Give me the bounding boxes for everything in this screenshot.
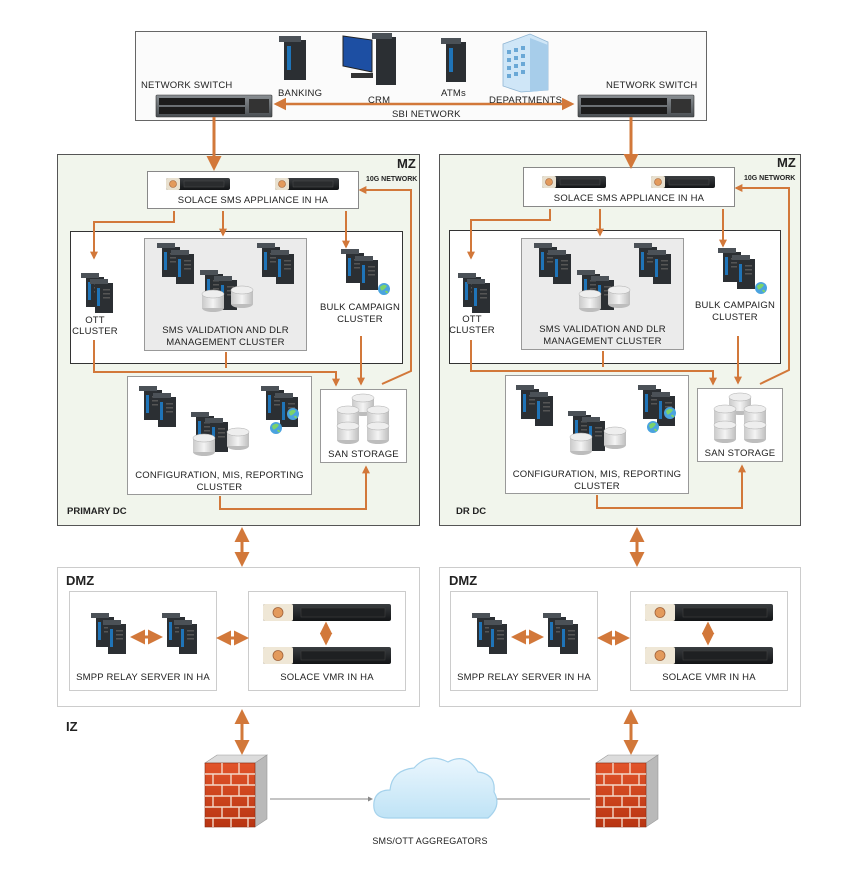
dmz-left-smpp-label: SMPP RELAY SERVER IN HA <box>76 672 210 683</box>
dmz-left-smpp-server-2-icon <box>162 613 197 654</box>
primary-san-label: SAN STORAGE <box>328 449 399 460</box>
primary-config-servers-icon <box>139 386 299 457</box>
primary-config-label-1: CONFIGURATION, MIS, REPORTING <box>135 470 304 481</box>
dmz-right-vmr-2-icon <box>644 646 774 665</box>
sbi-network-label: SBI NETWORK <box>392 109 461 120</box>
iz-title: IZ <box>66 719 78 734</box>
dr-ott-server-icon <box>458 273 490 313</box>
dmz-right-smpp-server-1-icon <box>472 613 507 654</box>
network-switch-left-label: NETWORK SWITCH <box>141 80 233 91</box>
crm-workstation-icon <box>342 33 396 85</box>
dr-appliance-1-icon <box>541 175 607 189</box>
network-switch-right-label: NETWORK SWITCH <box>606 80 698 91</box>
primary-ott-label-1: OTT <box>85 315 105 326</box>
dr-san-box <box>697 388 783 462</box>
dr-appliance-label: SOLACE SMS APPLIANCE IN HA <box>553 193 705 204</box>
dr-10g-network-label: 10G NETWORK <box>744 175 796 182</box>
primary-san-storage-icon <box>336 393 390 445</box>
banking-server-icon <box>279 36 306 80</box>
primary-appliance-label: SOLACE SMS APPLIANCE IN HA <box>177 195 329 206</box>
aggregators-label: SMS/OTT AGGREGATORS <box>372 836 488 846</box>
network-switch-left-icon <box>155 94 273 118</box>
dmz-right-smpp-label: SMPP RELAY SERVER IN HA <box>457 672 591 683</box>
dmz-left-vmr-label: SOLACE VMR IN HA <box>280 672 374 683</box>
firewall-right-icon <box>595 754 659 828</box>
primary-sms-label-1: SMS VALIDATION AND DLR <box>162 325 289 336</box>
primary-ott-server-icon <box>81 273 113 313</box>
dr-bulk-label-1: BULK CAMPAIGN <box>694 300 776 311</box>
dmz-left-title: DMZ <box>66 573 95 588</box>
dr-config-servers-icon <box>516 385 676 456</box>
dr-config-label-2: CLUSTER <box>574 481 620 492</box>
dr-ott-label-1: OTT <box>462 314 482 325</box>
primary-sms-servers-icon <box>157 243 294 313</box>
primary-config-label-2: CLUSTER <box>196 482 243 493</box>
firewall-left-icon <box>204 754 268 828</box>
dr-appliance-2-icon <box>650 175 716 189</box>
primary-appliance-2-icon <box>274 177 340 191</box>
dmz-right-vmr-label: SOLACE VMR IN HA <box>662 672 756 683</box>
dr-san-storage-icon <box>713 392 767 444</box>
dr-sms-servers-icon <box>534 243 671 313</box>
dr-dc-label: DR DC <box>456 506 487 517</box>
dr-bulk-server-icon <box>718 248 767 294</box>
atms-server-icon <box>441 38 466 82</box>
primary-dc-label: PRIMARY DC <box>67 506 127 517</box>
dr-san-label: SAN STORAGE <box>704 448 776 459</box>
primary-ott-label-2: CLUSTER <box>72 326 118 337</box>
cloud-icon <box>373 757 498 819</box>
dr-sms-label-1: SMS VALIDATION AND DLR <box>539 324 666 335</box>
primary-sms-label-2: MANAGEMENT CLUSTER <box>166 337 285 348</box>
dmz-left-smpp-server-1-icon <box>91 613 126 654</box>
dmz-right-vmr-1-icon <box>644 603 774 622</box>
atms-label: ATMs <box>441 88 466 99</box>
dr-bulk-label-2: CLUSTER <box>712 312 758 323</box>
crm-label: CRM <box>368 95 391 106</box>
dr-ott-label-2: CLUSTER <box>449 325 495 336</box>
primary-mz-label: MZ <box>397 156 416 171</box>
departments-label: DEPARTMENTS <box>489 95 563 106</box>
dmz-left-vmr-1-icon <box>262 603 392 622</box>
primary-bulk-server-icon <box>341 249 390 295</box>
departments-building-icon <box>502 33 549 93</box>
banking-label: BANKING <box>278 88 323 99</box>
dmz-left-vmr-2-icon <box>262 646 392 665</box>
dr-mz-label: MZ <box>777 155 796 170</box>
network-switch-right-icon <box>577 94 695 118</box>
dr-sms-label-2: MANAGEMENT CLUSTER <box>543 336 662 347</box>
primary-10g-network-label: 10G NETWORK <box>366 176 418 183</box>
primary-bulk-label-1: BULK CAMPAIGN <box>319 302 401 313</box>
primary-appliance-1-icon <box>165 177 231 191</box>
primary-bulk-label-2: CLUSTER <box>337 314 383 325</box>
dr-config-label-1: CONFIGURATION, MIS, REPORTING <box>512 469 682 480</box>
dmz-right-title: DMZ <box>449 573 478 588</box>
dmz-right-smpp-server-2-icon <box>543 613 578 654</box>
